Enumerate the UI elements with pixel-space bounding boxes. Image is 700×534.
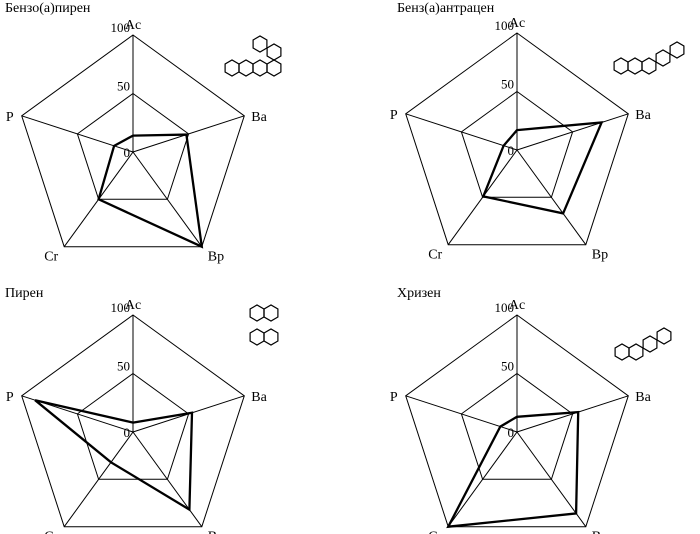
series-polygon-1 (97, 133, 204, 249)
pyrene-structure-icon (249, 304, 279, 346)
grid-ring-50 (76, 92, 190, 200)
chrysene-structure-icon (614, 327, 672, 361)
axis-label-p: P (6, 390, 14, 405)
axis-label-ba: Ba (251, 110, 267, 125)
axis-label-bp: Bp (592, 248, 608, 263)
axis-spoke-ba (516, 395, 629, 433)
tick-label-50: 50 (117, 79, 130, 94)
tick-label-0: 0 (508, 425, 515, 440)
tick-label-0: 0 (124, 145, 131, 160)
series-polygon-1 (481, 121, 604, 215)
tick-label-0: 0 (508, 143, 515, 158)
axis-spoke-p (405, 113, 518, 151)
grid-ring-50 (76, 372, 190, 480)
axis-label-bp: Bp (208, 530, 224, 534)
axis-label-bp: Bp (208, 250, 224, 265)
grid-ring-100 (405, 32, 629, 246)
tick-label-100: 100 (495, 18, 515, 33)
tick-label-0: 0 (124, 425, 131, 440)
axis-label-cr: Cr (428, 248, 442, 263)
axis-spoke-bp (516, 431, 587, 527)
axis-label-cr: Cr (44, 530, 58, 534)
axis-spoke-cr (63, 431, 134, 527)
axis-label-cr: Cr (428, 530, 442, 534)
tick-label-100: 100 (495, 300, 515, 315)
axis-spoke-p (405, 395, 518, 433)
tick-label-50: 50 (501, 77, 514, 92)
benzo-a-pyrene-structure-icon (224, 35, 282, 77)
axis-spoke-ba (132, 115, 245, 153)
series-polygon-1 (446, 410, 580, 529)
axis-label-ba: Ba (251, 390, 267, 405)
chart-title: Бензо(а)пирен (5, 1, 91, 16)
axis-label-bp: Bp (592, 530, 608, 534)
tick-label-50: 50 (501, 359, 514, 374)
chart-title: Бенз(а)антрацен (397, 1, 495, 16)
axis-label-ba: Ba (635, 108, 651, 123)
chart-title: Пирен (5, 286, 44, 301)
grid-ring-100 (21, 314, 245, 528)
axis-spoke-bp (516, 149, 587, 245)
tick-label-100: 100 (111, 300, 131, 315)
tick-label-100: 100 (111, 20, 131, 35)
axis-label-p: P (390, 390, 398, 405)
chart-title: Хризен (397, 286, 441, 301)
axis-spoke-cr (447, 431, 518, 527)
axis-label-ac: Ac (125, 298, 141, 313)
axis-label-p: P (390, 108, 398, 123)
grid-ring-100 (405, 314, 629, 528)
axis-label-p: P (6, 110, 14, 125)
axis-label-ac: Ac (125, 18, 141, 33)
axis-label-ac: Ac (509, 298, 525, 313)
series-polygon-1 (34, 399, 194, 512)
axis-spoke-bp (132, 151, 203, 247)
axis-spoke-ba (516, 113, 629, 151)
benz-a-anthracene-structure-icon (613, 41, 685, 75)
tick-label-50: 50 (117, 359, 130, 374)
axis-label-ac: Ac (509, 16, 525, 31)
axis-label-ba: Ba (635, 390, 651, 405)
axis-spoke-p (21, 115, 134, 153)
grid-ring-100 (21, 34, 245, 248)
grid-ring-50 (460, 372, 574, 480)
axis-label-cr: Cr (44, 250, 58, 265)
